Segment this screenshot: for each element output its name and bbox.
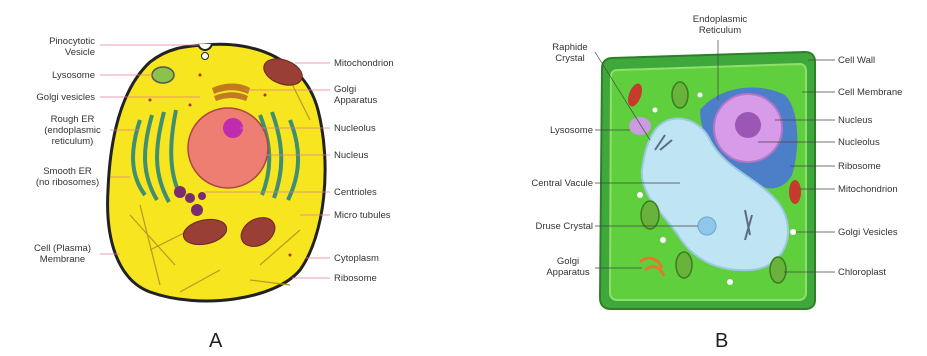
label-golgi-vesicles-b: Golgi Vesicles (838, 227, 898, 238)
label-plant-mitochondrion: Mitochondrion (838, 184, 898, 195)
label-plant-golgi-apparatus: Golgi Apparatus (538, 256, 598, 278)
panel-letter-a: A (209, 330, 222, 353)
label-cell-membrane-b: Cell Membrane (838, 87, 902, 98)
panel-letter-b: B (715, 330, 728, 353)
plant-nucleolus (735, 112, 761, 138)
label-endoplasmic-reticulum: Endoplasmic Reticulum (680, 14, 760, 36)
label-rough-er: Rough ER (endoplasmic reticulum) (30, 114, 115, 147)
label-plant-ribosome: Ribosome (838, 161, 881, 172)
label-plant-nucleus: Nucleus (838, 115, 872, 126)
label-cell-wall: Cell Wall (838, 55, 875, 66)
label-smooth-er: Smooth ER (no ribosomes) (25, 166, 110, 188)
lysosome (152, 67, 174, 83)
label-raphide-crystal: Raphide Crystal (540, 42, 600, 64)
label-cell-membrane: Cell (Plasma) Membrane (20, 243, 105, 265)
animal-cell (100, 44, 330, 301)
plant-mitochondrion (789, 180, 801, 204)
label-druse-crystal: Druse Crystal (505, 221, 593, 232)
plant-lysosome (629, 117, 651, 135)
label-mitochondrion: Mitochondrion (334, 58, 394, 69)
label-chloroplast: Chloroplast (838, 267, 886, 278)
label-plant-lysosome: Lysosome (505, 125, 593, 136)
label-golgi-vesicles: Golgi vesicles (10, 92, 95, 103)
label-golgi-apparatus: Golgi Apparatus (334, 84, 377, 106)
pinocytotic-vesicle (198, 44, 212, 50)
druse-crystal (698, 217, 716, 235)
label-micro-tubules: Micro tubules (334, 210, 391, 221)
plant-cell (595, 40, 835, 309)
label-centrioles: Centrioles (334, 187, 377, 198)
label-nucleolus: Nucleolus (334, 123, 376, 134)
label-lysosome: Lysosome (10, 70, 95, 81)
label-nucleus: Nucleus (334, 150, 368, 161)
label-pinocytotic-vesicle: Pinocytotic Vesicle (10, 36, 95, 58)
label-ribosome: Ribosome (334, 273, 377, 284)
label-central-vacuole: Central Vacule (505, 178, 593, 189)
label-cytoplasm: Cytoplasm (334, 253, 379, 264)
label-plant-nucleolus: Nucleolus (838, 137, 880, 148)
